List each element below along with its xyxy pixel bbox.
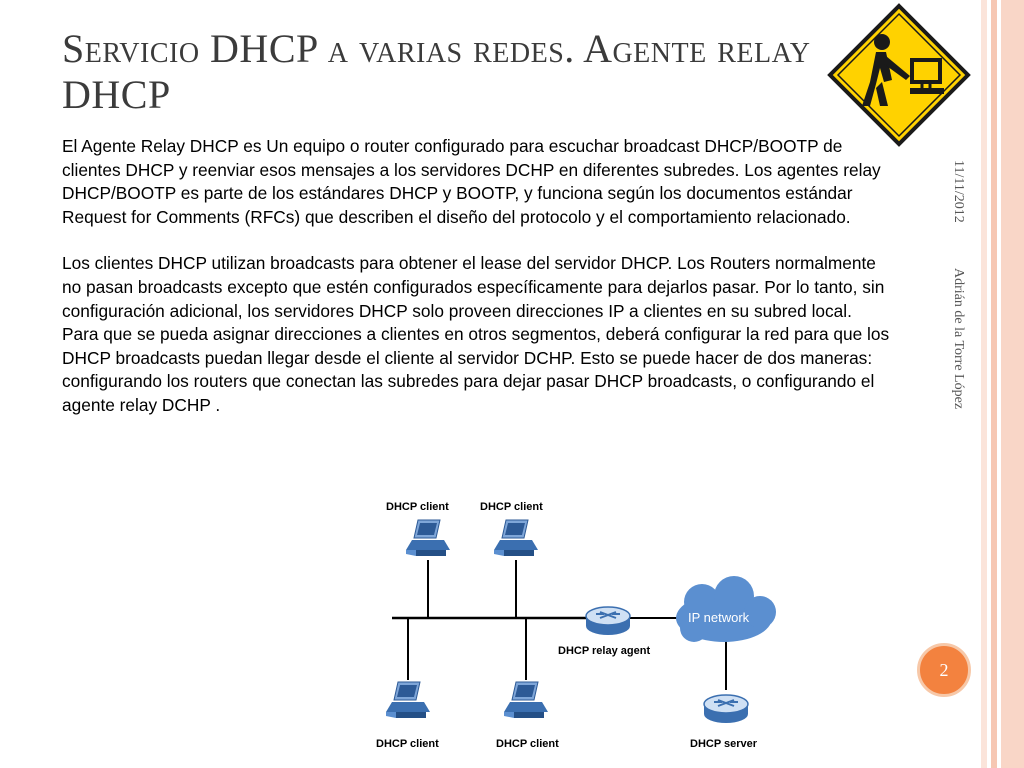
client-bottom-right-label: DHCP client [496,738,559,750]
paragraph-relay-agent: El Agente Relay DHCP es Un equipo o rout… [62,136,881,227]
slide-author: Adrián de la Torre López [951,268,966,410]
client-top-left-label: DHCP client [386,501,449,513]
client-bottom-left-computer-icon [385,681,431,719]
relay-agent-label: DHCP relay agent [558,645,650,657]
relay-agent-router-icon [585,606,631,636]
construction-worker-warning-sign-icon [827,3,971,147]
ip-network-cloud-icon [676,576,776,642]
paragraph-broadcasts: Los clientes DHCP utilizan broadcasts pa… [62,253,890,415]
client-bottom-left-label: DHCP client [376,738,439,750]
decorative-stripes [981,0,1024,768]
slide-title: Servicio DHCP a varias redes. Agente rel… [62,26,811,117]
page-number: 2 [939,659,949,680]
ip-network-label: IP network [688,610,750,625]
page-number-badge: 2 [917,643,971,697]
server-label: DHCP server [690,738,758,750]
client-top-right-computer-icon [493,519,539,557]
slide-date: 11/11/2012 [951,160,966,223]
client-top-left-computer-icon [405,519,451,557]
dhcp-server-icon [703,694,749,724]
client-bottom-right-computer-icon [503,681,549,719]
client-top-right-label: DHCP client [480,501,543,513]
slide-body: El Agente Relay DHCP es Un equipo o rout… [62,135,892,441]
dhcp-relay-diagram: DHCP client DHCP client DHCP relay agent… [376,501,776,750]
